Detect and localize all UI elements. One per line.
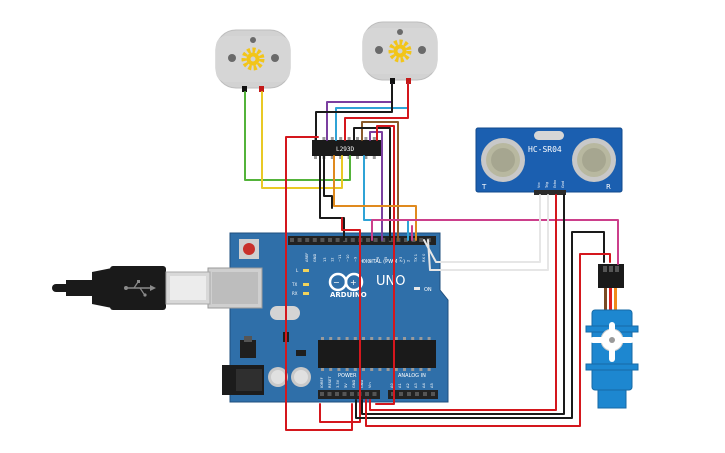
analog-pin-labels: A0 A1 A2 A3 A4 A5 [390, 383, 434, 388]
sensor-pin-label: Trig [545, 182, 549, 189]
led-label-l: L [296, 268, 299, 273]
wire-black [355, 231, 605, 419]
dc-motor-left[interactable] [215, 29, 291, 92]
digital-pin-label: TX 1 [414, 254, 418, 263]
wire-red [369, 194, 557, 411]
usb-icon [124, 280, 156, 297]
arduino-logo: − + [328, 272, 364, 292]
svg-text:−: − [333, 278, 340, 287]
digital-pin-label: 2 [407, 260, 411, 262]
analog-pin-label: A0 [390, 383, 394, 388]
power-pin-label: 3.3V [336, 379, 340, 388]
arduino-uno-board[interactable]: − + ARDUINO UNO DIGITAL (PWM ~) ANALOG I… [207, 232, 449, 403]
power-pin-label: 5V [344, 383, 348, 388]
sensor-pin-label: Gnd [561, 181, 565, 188]
gear-icon [241, 47, 265, 71]
analog-header [388, 390, 438, 399]
wire-red [365, 253, 611, 427]
power-pin-label: GND [352, 380, 356, 388]
power-label: POWER [338, 373, 357, 379]
power-pin-labels: IOREF RESET 3.3V 5V GND GND Vin [320, 376, 372, 388]
wire-black [323, 155, 333, 209]
wire-magenta [371, 219, 619, 265]
board-model: UNO [376, 274, 405, 289]
l293d-driver[interactable]: L293D [312, 137, 382, 159]
wire-red [319, 217, 361, 423]
wire-black [361, 194, 565, 415]
ultrasonic-sensor[interactable]: HC-SR04 T R Vcc Trig Echo Gnd [475, 127, 623, 195]
atmega-chip [318, 340, 436, 368]
analog-pin-label: A5 [430, 383, 434, 388]
status-leds: L TX RX [291, 268, 309, 296]
wire-brown [361, 121, 399, 241]
power-pin-label: GND [360, 380, 364, 388]
sensor-pin-label: Vcc [537, 182, 541, 188]
sensor-label: HC-SR04 [528, 145, 562, 154]
driver-label: L293D [336, 146, 354, 153]
wire-yellow [261, 91, 343, 189]
dc-motor-right[interactable] [362, 21, 438, 84]
digital-pin-label: ~6 [376, 256, 380, 262]
analog-pin-label: A2 [406, 383, 410, 388]
wire-red [344, 83, 409, 141]
digital-label: DIGITAL (PWM ~) [362, 259, 405, 265]
led-label-tx: TX [291, 282, 297, 287]
usb-cable[interactable] [52, 266, 211, 310]
servo-horn-icon [590, 322, 634, 362]
digital-pin-label: 13 [323, 257, 327, 262]
power-pin-label: RESET [328, 376, 332, 388]
sensor-pin-label: Echo [553, 180, 557, 188]
wire-white [423, 194, 541, 263]
wires [244, 83, 619, 431]
digital-pin-label: ~10 [346, 254, 350, 262]
led-label-rx: RX [292, 291, 298, 296]
analog-pin-label: A1 [398, 383, 402, 388]
wire-orange [333, 155, 417, 241]
gnd-label: GND [313, 254, 317, 262]
board-brand: ARDUINO [330, 291, 367, 299]
on-label: ON [424, 287, 432, 293]
analog-pin-label: A4 [422, 383, 426, 388]
power-pin-label: Vin [368, 382, 372, 388]
power-header [318, 390, 380, 399]
digital-pin-label: ~9 [353, 256, 357, 262]
wire-green [244, 91, 351, 181]
svg-text:+: + [350, 278, 357, 287]
wire-black [315, 83, 393, 141]
digital-pin-label: 8 [361, 259, 365, 262]
wire-blue [363, 155, 409, 241]
wire-black [353, 127, 391, 241]
wire-red [375, 125, 395, 405]
digital-pin-label: 7 [369, 260, 373, 262]
sensor-corner-right: R [606, 183, 611, 191]
wire-white [427, 194, 549, 271]
power-pin-label: IOREF [320, 377, 324, 388]
digital-pin-label: ~11 [338, 254, 342, 262]
gear-icon [388, 39, 412, 63]
digital-pin-label: 12 [331, 257, 335, 262]
analog-label: ANALOG IN [398, 373, 426, 379]
servo-motor[interactable] [585, 264, 639, 409]
aref-label: AREF [305, 253, 309, 262]
digital-pin-label: ~3 [399, 257, 403, 262]
digital-pin-label: RX 0 [422, 253, 426, 262]
digital-pin-label: ~5 [384, 257, 388, 262]
analog-pin-label: A3 [414, 383, 418, 388]
sensor-corner-left: T [481, 183, 487, 191]
